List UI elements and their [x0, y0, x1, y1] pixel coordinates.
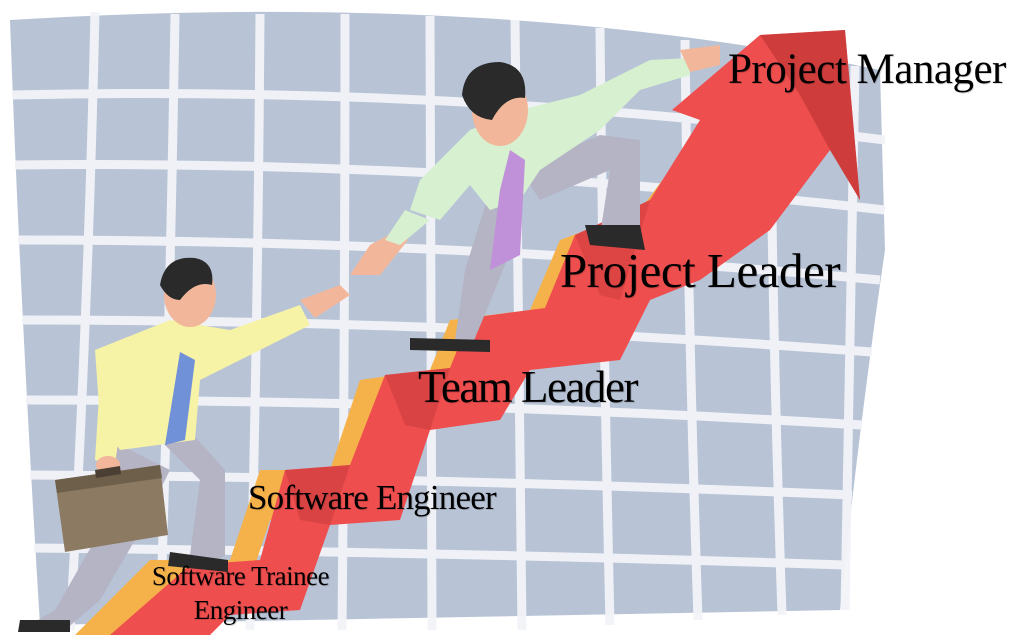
label-software-trainee-line1: Software Trainee: [151, 561, 330, 591]
label-software-trainee-line2: Engineer: [193, 594, 288, 625]
label-software-engineer: Software Engineer: [248, 478, 497, 517]
label-project-manager: Project Manager: [728, 46, 1006, 93]
label-project-leader: Project Leader: [560, 243, 841, 298]
briefcase-icon: [55, 465, 168, 552]
career-ladder-arrow: [110, 30, 860, 635]
label-team-leader: Team Leader: [418, 362, 638, 412]
label-software-trainee-engineer: Software Trainee Engineer: [128, 560, 353, 628]
businessman-helping-icon: [350, 45, 720, 352]
